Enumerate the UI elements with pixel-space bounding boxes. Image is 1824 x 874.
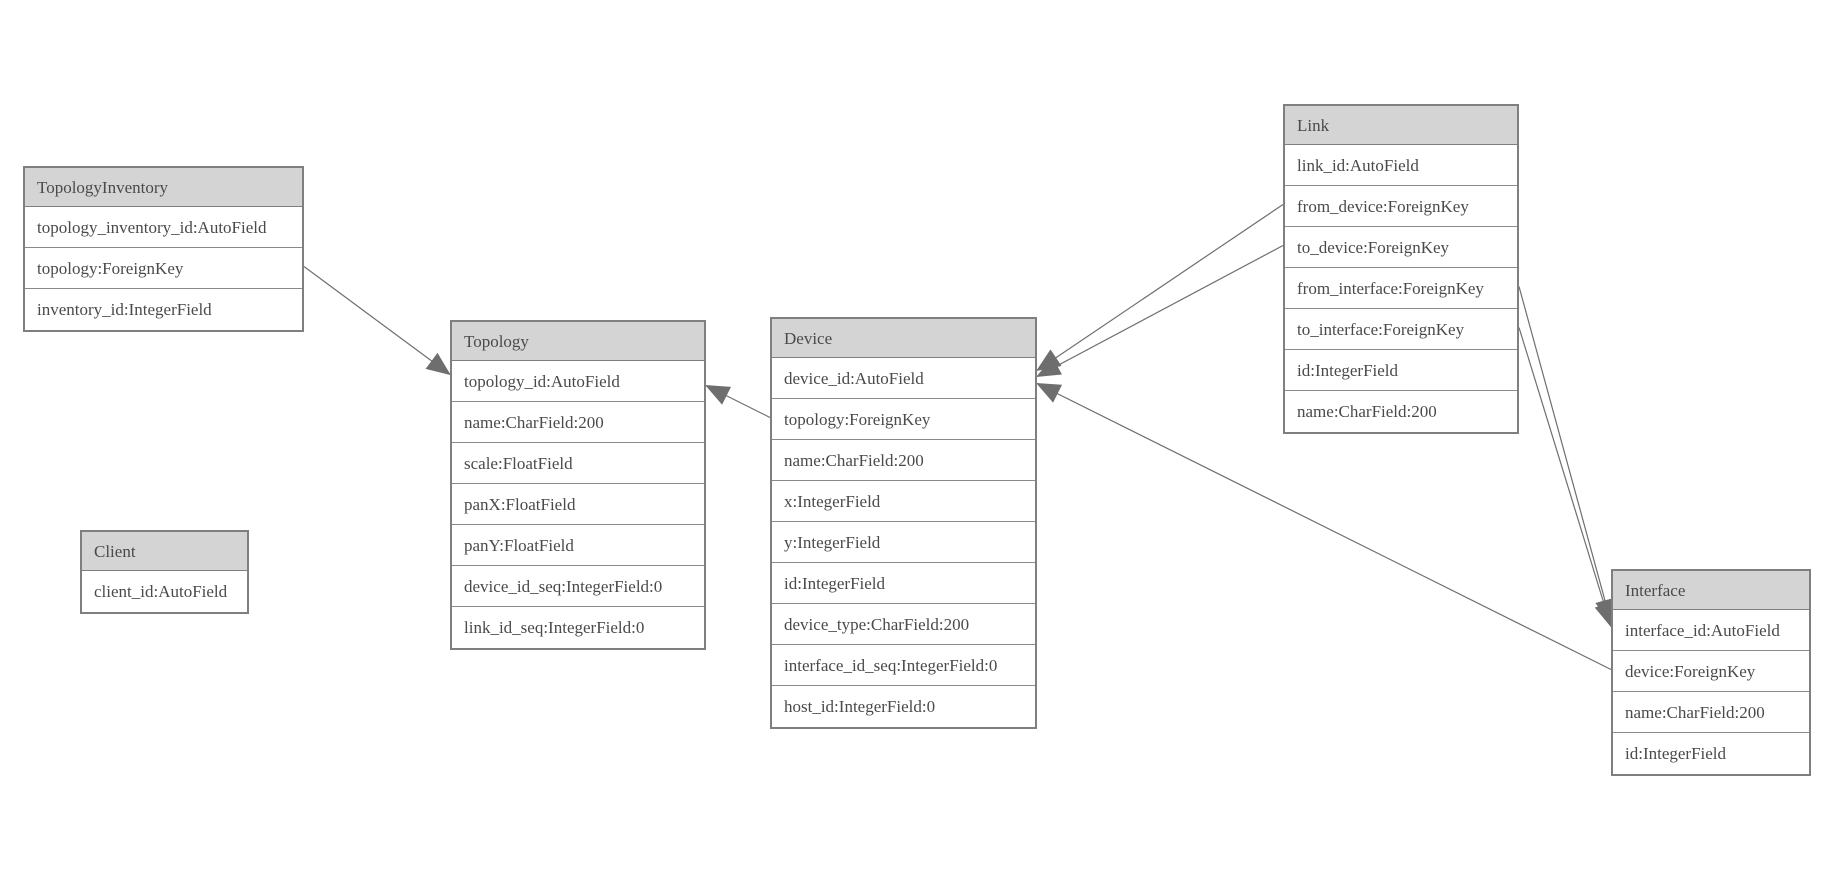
field-row-name: name:CharField:200 bbox=[772, 440, 1035, 481]
relation-line-link.from_device->device.device_id bbox=[1036, 204, 1284, 372]
table-header-link: Link bbox=[1285, 106, 1517, 145]
field-row-panY: panY:FloatField bbox=[452, 525, 704, 566]
table-header-interface: Interface bbox=[1613, 571, 1809, 610]
field-row-topology_inventory_id: topology_inventory_id:AutoField bbox=[25, 207, 302, 248]
field-row-link_id: link_id:AutoField bbox=[1285, 145, 1517, 186]
relation-line-link.to_interface->interface.interface_id bbox=[1518, 327, 1614, 628]
field-row-interface_id: interface_id:AutoField bbox=[1613, 610, 1809, 651]
field-row-name: name:CharField:200 bbox=[452, 402, 704, 443]
field-row-panX: panX:FloatField bbox=[452, 484, 704, 525]
field-row-topology_id: topology_id:AutoField bbox=[452, 361, 704, 402]
field-row-inventory_id: inventory_id:IntegerField bbox=[25, 289, 302, 330]
field-row-client_id: client_id:AutoField bbox=[82, 571, 247, 612]
relation-line-topologyinventory.topology->topology.topology_id bbox=[303, 266, 451, 376]
field-row-link_id_seq: link_id_seq:IntegerField:0 bbox=[452, 607, 704, 648]
field-row-name: name:CharField:200 bbox=[1613, 692, 1809, 733]
relation-line-link.from_interface->interface.interface_id bbox=[1518, 286, 1615, 624]
table-header-topology: Topology bbox=[452, 322, 704, 361]
field-row-device_type: device_type:CharField:200 bbox=[772, 604, 1035, 645]
field-row-y: y:IntegerField bbox=[772, 522, 1035, 563]
relation-line-device.topology->topology.topology_id bbox=[705, 384, 771, 419]
field-row-host_id: host_id:IntegerField:0 bbox=[772, 686, 1035, 727]
field-row-from_interface: from_interface:ForeignKey bbox=[1285, 268, 1517, 309]
field-row-name: name:CharField:200 bbox=[1285, 391, 1517, 432]
field-row-device: device:ForeignKey bbox=[1613, 651, 1809, 692]
field-row-id: id:IntegerField bbox=[1285, 350, 1517, 391]
relation-line-link.to_device->device.device_id bbox=[1036, 244, 1284, 378]
field-row-to_interface: to_interface:ForeignKey bbox=[1285, 309, 1517, 350]
field-row-interface_id_seq: interface_id_seq:IntegerField:0 bbox=[772, 645, 1035, 686]
field-row-scale: scale:FloatField bbox=[452, 443, 704, 484]
field-row-topology: topology:ForeignKey bbox=[772, 399, 1035, 440]
field-row-from_device: from_device:ForeignKey bbox=[1285, 186, 1517, 227]
field-row-device_id: device_id:AutoField bbox=[772, 358, 1035, 399]
table-header-client: Client bbox=[82, 532, 247, 571]
table-header-device: Device bbox=[772, 319, 1035, 358]
field-row-to_device: to_device:ForeignKey bbox=[1285, 227, 1517, 268]
field-row-id: id:IntegerField bbox=[1613, 733, 1809, 774]
field-row-topology: topology:ForeignKey bbox=[25, 248, 302, 289]
field-row-x: x:IntegerField bbox=[772, 481, 1035, 522]
field-row-device_id_seq: device_id_seq:IntegerField:0 bbox=[452, 566, 704, 607]
field-row-id: id:IntegerField bbox=[772, 563, 1035, 604]
table-header-topologyinventory: TopologyInventory bbox=[25, 168, 302, 207]
